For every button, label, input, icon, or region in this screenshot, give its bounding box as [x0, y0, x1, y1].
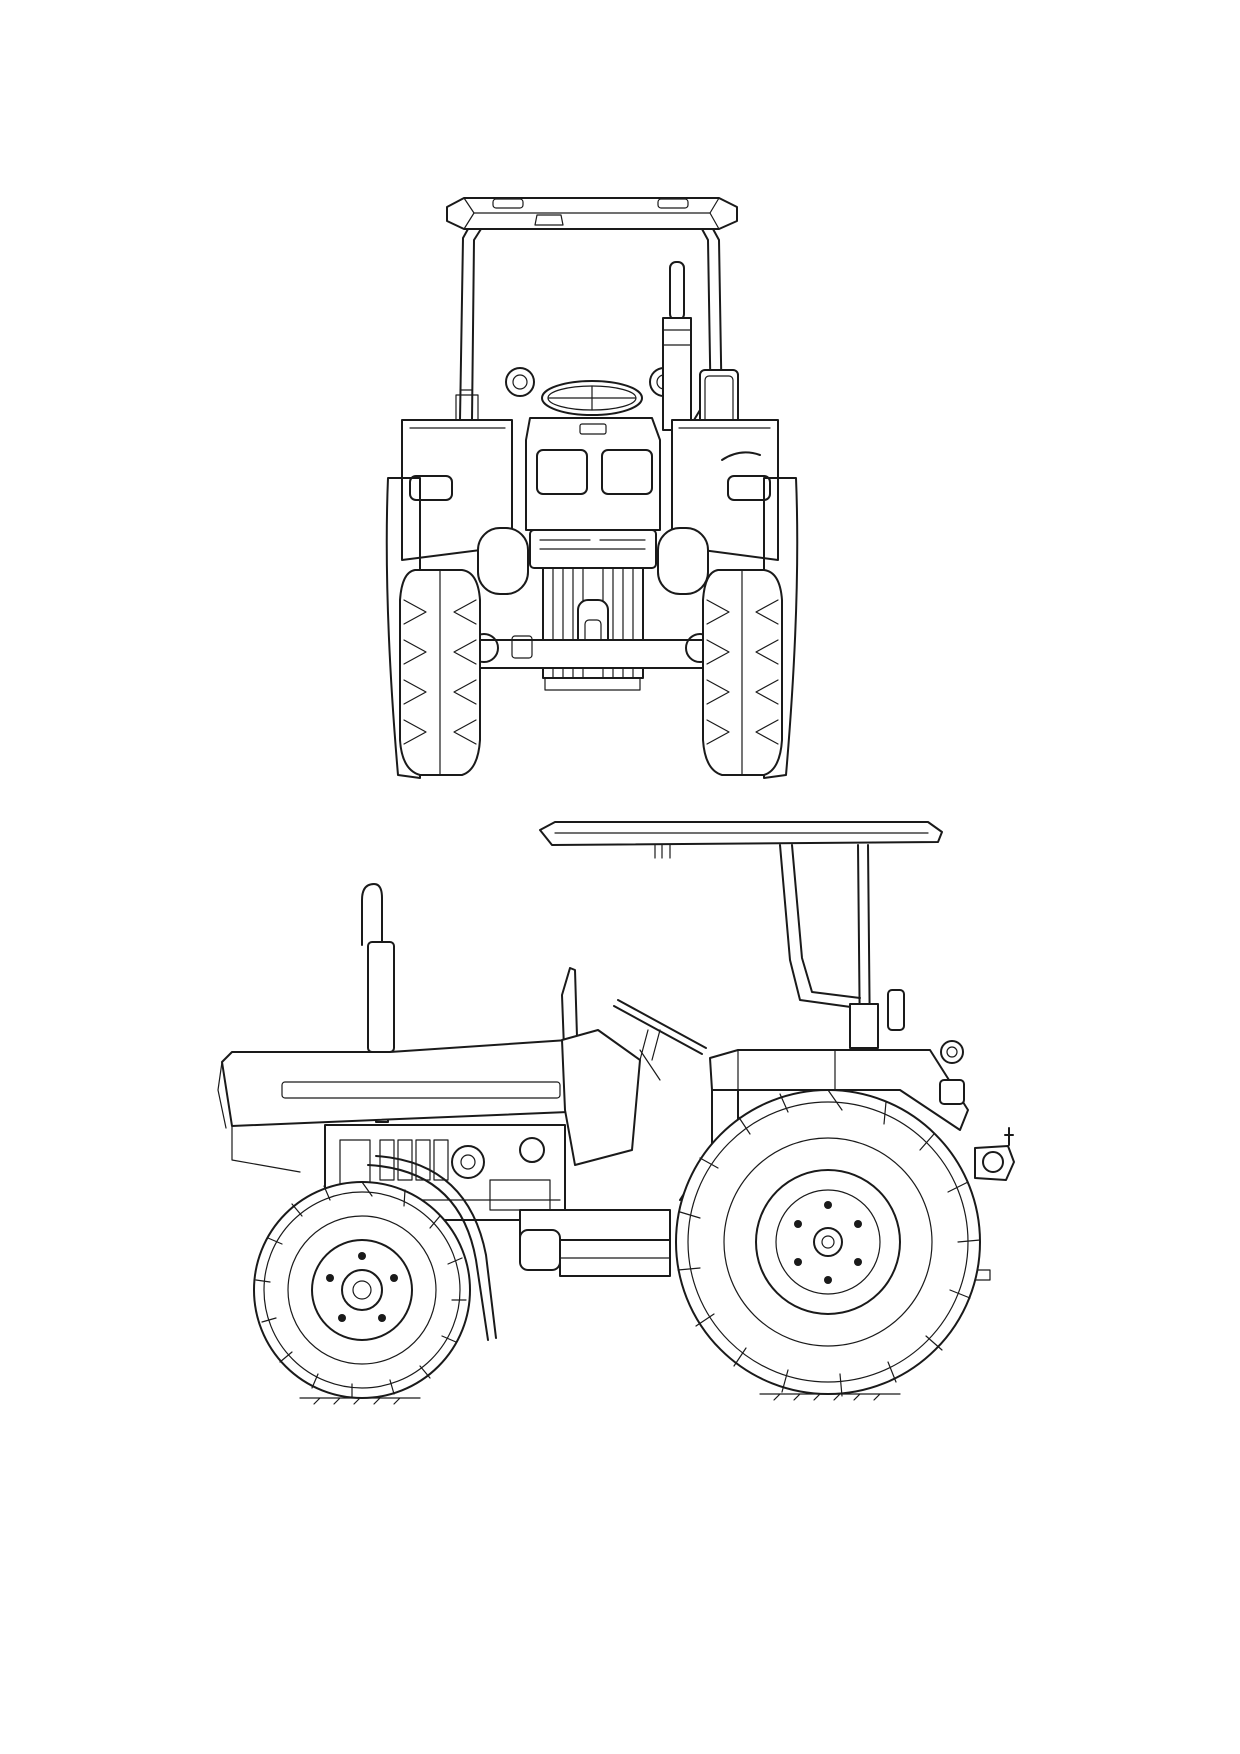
front-canopy — [446, 197, 738, 230]
side-chassis — [519, 1209, 671, 1277]
front-view — [385, 197, 799, 779]
side-rear-hitch — [967, 1127, 1015, 1281]
front-right-tire — [702, 569, 783, 776]
front-steering-wheel — [541, 380, 643, 416]
front-left-tire — [399, 569, 481, 776]
side-canopy — [539, 821, 943, 859]
side-dashboard — [561, 967, 707, 1166]
front-rear-wheels — [385, 477, 799, 779]
front-hood-grille — [525, 417, 661, 569]
side-view — [217, 821, 1015, 1405]
front-exhaust-stack — [662, 261, 692, 431]
side-hood — [217, 1039, 569, 1173]
side-rops-frame — [779, 844, 879, 1049]
side-front-wheel — [253, 1181, 471, 1399]
side-rear-wheel — [675, 1089, 981, 1397]
front-axle — [459, 633, 721, 691]
